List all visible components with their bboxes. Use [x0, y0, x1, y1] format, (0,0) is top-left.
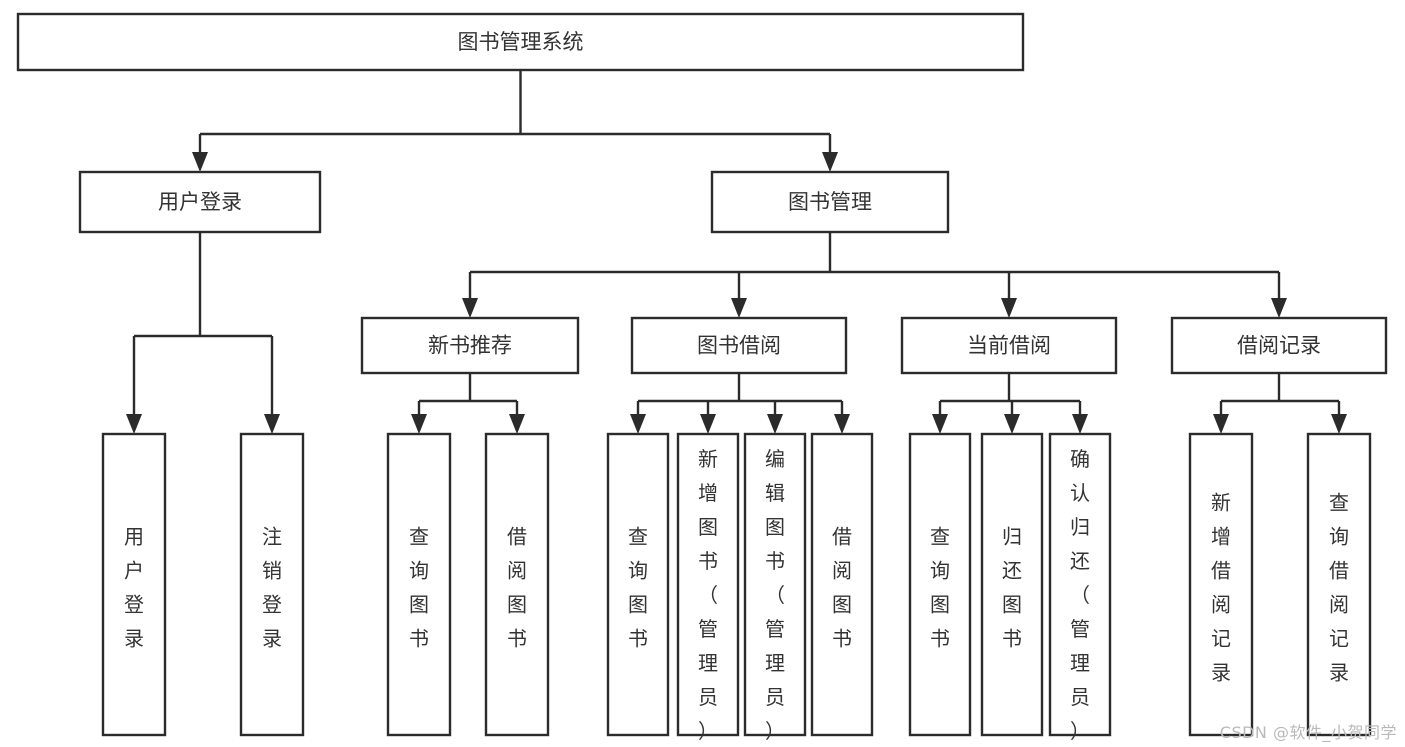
node-label-leaf-query-book-borrow: 查询图书 — [628, 524, 648, 650]
node-box-leaf-return-book — [980, 432, 1044, 737]
conn-current-borrow-arrow-1 — [1004, 414, 1020, 434]
node-box-leaf-add-borrow-record — [1188, 432, 1254, 737]
node-current-borrow[interactable]: 当前借阅 — [900, 316, 1118, 375]
node-leaf-borrow-book[interactable]: 借阅图书 — [810, 432, 874, 737]
conn-book-borrow-arrow-3 — [834, 414, 850, 434]
conn-book-manage-arrow-2 — [1001, 298, 1017, 318]
node-box-leaf-confirm-return — [1048, 432, 1112, 737]
node-box-leaf-user-login — [101, 432, 167, 737]
node-label-leaf-return-book: 归还图书 — [1002, 524, 1022, 650]
node-label-user-login: 用户登录 — [158, 190, 242, 214]
node-box-user-login — [78, 170, 322, 234]
node-label-current-borrow: 当前借阅 — [967, 334, 1051, 358]
node-leaf-query-book-current[interactable]: 查询图书 — [908, 432, 972, 737]
node-box-root — [16, 12, 1025, 72]
node-box-leaf-add-book — [676, 432, 740, 737]
conn-user-login-arrow-0 — [126, 414, 142, 434]
node-box-new-book-recommend — [360, 316, 580, 375]
node-box-book-borrow — [630, 316, 848, 375]
node-box-borrow-record — [1170, 316, 1388, 375]
node-borrow-record[interactable]: 借阅记录 — [1170, 316, 1388, 375]
conn-book-borrow-arrow-2 — [767, 414, 783, 434]
node-label-leaf-user-logout: 注销登录 — [262, 524, 282, 650]
conn-book-manage-arrow-0 — [462, 298, 478, 318]
nodes-layer: 图书管理系统用户登录图书管理新书推荐图书借阅当前借阅借阅记录用户登录注销登录查询… — [16, 12, 1388, 743]
conn-current-borrow-arrow-2 — [1072, 414, 1088, 434]
node-label-leaf-edit-book: 编辑图书（管理员） — [765, 447, 785, 743]
node-book-manage[interactable]: 图书管理 — [710, 170, 950, 234]
node-label-leaf-add-borrow-record: 新增借阅记录 — [1211, 490, 1231, 684]
node-box-leaf-edit-book — [743, 432, 807, 737]
node-label-leaf-query-borrow-record: 查询借阅记录 — [1329, 490, 1349, 684]
node-label-leaf-borrow-book-recommend: 借阅图书 — [507, 524, 527, 650]
node-leaf-query-book-recommend[interactable]: 查询图书 — [386, 432, 452, 737]
conn-book-manage-arrow-1 — [731, 298, 747, 318]
conn-book-manage-arrow-3 — [1271, 298, 1287, 318]
watermark-text: CSDN @软件_小贺同学 — [1219, 723, 1397, 742]
node-label-book-manage: 图书管理 — [788, 190, 872, 214]
node-box-leaf-borrow-book-recommend — [484, 432, 550, 737]
conn-root-arrow-1 — [822, 152, 838, 172]
node-label-leaf-borrow-book: 借阅图书 — [832, 524, 852, 650]
node-box-current-borrow — [900, 316, 1118, 375]
conn-user-login-arrow-1 — [264, 414, 280, 434]
node-label-leaf-confirm-return: 确认归还（管理员） — [1070, 447, 1090, 743]
node-label-new-book-recommend: 新书推荐 — [428, 334, 512, 358]
node-box-leaf-user-logout — [239, 432, 305, 737]
conn-book-borrow-arrow-0 — [630, 414, 646, 434]
conn-borrow-record-arrow-1 — [1331, 414, 1347, 434]
node-label-leaf-query-book-current: 查询图书 — [930, 524, 950, 650]
conn-book-borrow-arrow-1 — [700, 414, 716, 434]
connectors-layer — [126, 70, 1347, 434]
node-leaf-borrow-book-recommend[interactable]: 借阅图书 — [484, 432, 550, 737]
node-root[interactable]: 图书管理系统 — [16, 12, 1025, 72]
node-label-leaf-add-book: 新增图书（管理员） — [698, 447, 718, 743]
conn-borrow-record-arrow-0 — [1213, 414, 1229, 434]
node-new-book-recommend[interactable]: 新书推荐 — [360, 316, 580, 375]
node-label-borrow-record: 借阅记录 — [1237, 334, 1321, 358]
node-box-leaf-query-book-current — [908, 432, 972, 737]
node-label-book-borrow: 图书借阅 — [697, 334, 781, 358]
node-box-leaf-query-borrow-record — [1306, 432, 1372, 737]
conn-current-borrow-arrow-0 — [932, 414, 948, 434]
node-leaf-query-book-borrow[interactable]: 查询图书 — [606, 432, 670, 737]
node-leaf-user-logout[interactable]: 注销登录 — [239, 432, 305, 737]
node-box-leaf-borrow-book — [810, 432, 874, 737]
node-leaf-return-book[interactable]: 归还图书 — [980, 432, 1044, 737]
conn-new-book-recommend-arrow-0 — [411, 414, 427, 434]
node-label-leaf-user-login: 用户登录 — [124, 524, 144, 650]
node-label-leaf-query-book-recommend: 查询图书 — [409, 524, 429, 650]
conn-root-arrow-0 — [192, 152, 208, 172]
node-leaf-add-book[interactable]: 新增图书（管理员） — [676, 432, 740, 743]
node-leaf-query-borrow-record[interactable]: 查询借阅记录 — [1306, 432, 1372, 737]
node-leaf-edit-book[interactable]: 编辑图书（管理员） — [743, 432, 807, 743]
node-user-login[interactable]: 用户登录 — [78, 170, 322, 234]
node-leaf-add-borrow-record[interactable]: 新增借阅记录 — [1188, 432, 1254, 737]
node-box-book-manage — [710, 170, 950, 234]
node-book-borrow[interactable]: 图书借阅 — [630, 316, 848, 375]
node-box-leaf-query-book-recommend — [386, 432, 452, 737]
node-leaf-user-login[interactable]: 用户登录 — [101, 432, 167, 737]
conn-new-book-recommend-arrow-1 — [509, 414, 525, 434]
node-box-leaf-query-book-borrow — [606, 432, 670, 737]
node-leaf-confirm-return[interactable]: 确认归还（管理员） — [1048, 432, 1112, 743]
node-label-root: 图书管理系统 — [458, 30, 584, 54]
